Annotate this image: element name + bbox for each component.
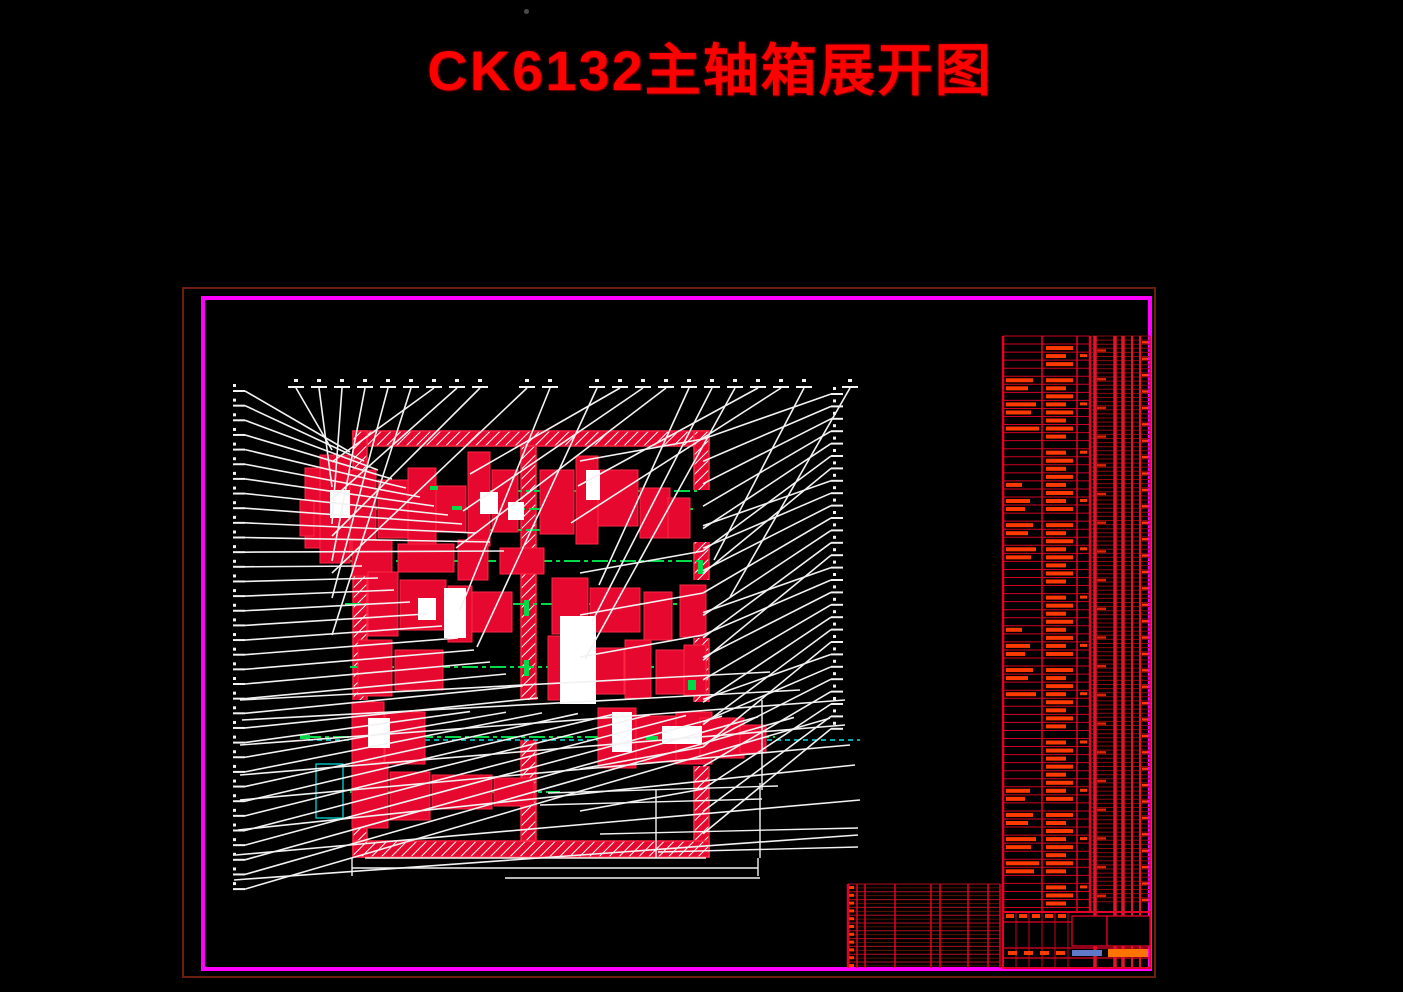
title-block <box>1002 911 1151 969</box>
balloon-leaders <box>233 379 861 891</box>
page-dot <box>524 9 529 14</box>
parts-list-table <box>1001 335 1092 912</box>
drawing-title: CK6132主轴箱展开图 <box>427 39 993 102</box>
dense-parts-table <box>1092 335 1151 968</box>
sheet-outer-frame <box>182 287 1156 978</box>
revision-table <box>846 883 1001 968</box>
dimension-lines <box>351 700 859 879</box>
